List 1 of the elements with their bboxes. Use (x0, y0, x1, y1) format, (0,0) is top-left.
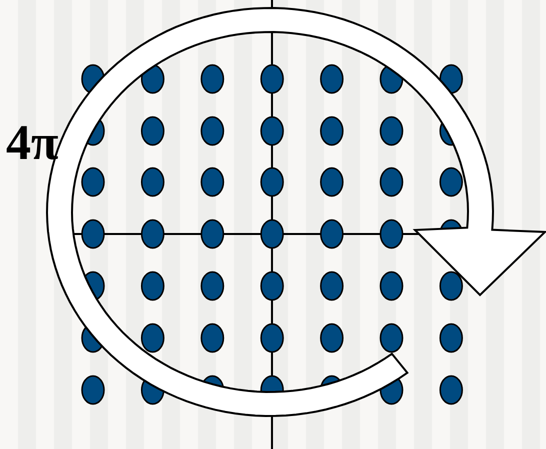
angle-label: 4π (6, 113, 58, 172)
